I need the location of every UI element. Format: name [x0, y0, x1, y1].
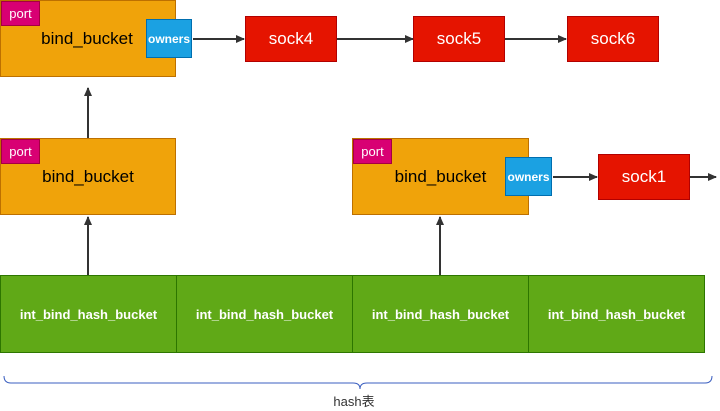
bind-bucket-label: bind_bucket	[394, 166, 487, 186]
port-label-left: port	[1, 139, 40, 164]
owners-label: owners	[507, 169, 550, 184]
hash-bucket-label: int_bind_hash_bucket	[195, 306, 334, 322]
sock-4: sock4	[245, 16, 337, 62]
bind-bucket-label: bind_bucket	[41, 28, 133, 48]
hash-bucket-4: int_bind_hash_bucket	[528, 275, 705, 353]
sock-label: sock1	[621, 167, 667, 186]
hash-bucket-label: int_bind_hash_bucket	[371, 306, 510, 322]
hash-bucket-label: int_bind_hash_bucket	[19, 306, 158, 322]
owners-top: owners	[146, 19, 192, 58]
owners-label: owners	[147, 31, 190, 46]
hash-table-label: hash表	[333, 394, 375, 409]
hash-bucket-3: int_bind_hash_bucket	[352, 275, 529, 353]
hash-bucket-label: int_bind_hash_bucket	[547, 306, 686, 322]
port-label-top: port	[1, 1, 40, 26]
sock-1: sock1	[598, 154, 690, 200]
bind-bucket-label: bind_bucket	[42, 166, 134, 186]
hash-bucket-2: int_bind_hash_bucket	[176, 275, 353, 353]
sock-label: sock6	[590, 29, 636, 48]
sock-label: sock5	[436, 29, 482, 48]
hash-bucket-1: int_bind_hash_bucket	[0, 275, 177, 353]
sock-5: sock5	[413, 16, 505, 62]
bind-bucket-left: port bind_bucket	[0, 138, 176, 215]
sock-label: sock4	[268, 29, 314, 48]
hash-table-brace	[3, 375, 713, 390]
owners-right: owners	[505, 157, 552, 196]
sock-6: sock6	[567, 16, 659, 62]
port-label-right: port	[353, 139, 392, 164]
bind-bucket-right: port bind_bucket	[352, 138, 529, 215]
